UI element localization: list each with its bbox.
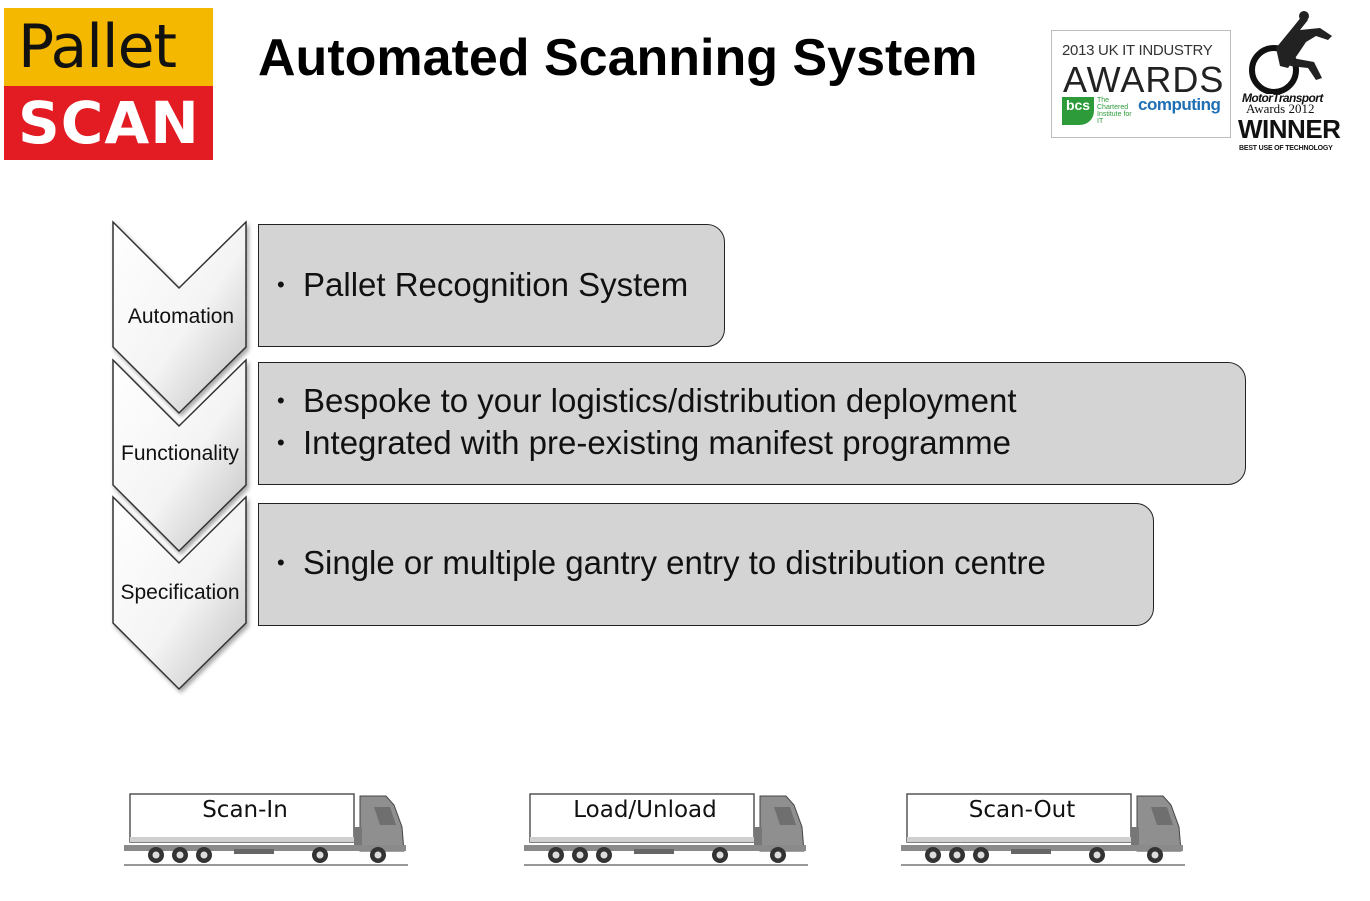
stage-label-functionality: Functionality [121,442,239,465]
stage-box-specification: • Single or multiple gantry entry to dist… [258,503,1154,626]
bullet-icon: • [277,272,285,297]
bullet-text: Single or multiple gantry entry to distr… [303,544,1046,581]
bullet-icon: • [277,550,285,575]
bullet-item: • Single or multiple gantry entry to dist… [277,543,1046,583]
truck-label-scan-in: Scan-In [202,797,288,823]
truck-label-scan-out: Scan-Out [968,797,1076,823]
bullet-text: Pallet Recognition System [303,266,689,303]
truck-scan-in: Scan-In [124,793,409,873]
winner-label: WINNER [1238,114,1341,144]
chevron-functionality-icon [112,358,247,553]
best-use-of-technology-label: BEST USE OF TECHNOLOGY [1239,145,1333,152]
bullet-text: Bespoke to your logistics/distribution d… [303,382,1017,419]
truck-icon [124,793,408,866]
bullet-icon: • [277,388,285,413]
award-year-line: 2013 UK IT INDUSTRY [1062,42,1213,59]
stage-label-specification: Specification [120,581,240,604]
bullet-item: • Pallet Recognition System [277,265,688,305]
pallet-scan-logo: Pallet SCAN [4,8,213,160]
bullet-item: • Bespoke to your logistics/distribution … [277,381,1017,421]
awards-year-line: Awards 2012 [1246,101,1315,116]
chevron-automation-icon [112,220,247,415]
stage-label-automation: Automation [127,305,235,328]
truck-icon [901,793,1185,866]
truck-label-load-unload: Load/Unload [573,797,717,823]
motor-transport-line: MotorTransport [1242,91,1323,105]
truck-icon [524,793,808,866]
bullet-icon: • [277,430,285,455]
bullet-item: • Integrated with pre-existing manifest p… [277,423,1011,463]
bcs-logo-icon: bcs [1062,97,1094,125]
page-title: Automated Scanning System [258,29,978,87]
bullet-text: Integrated with pre-existing manifest pr… [303,424,1011,461]
stage-box-automation: • Pallet Recognition System [258,224,725,347]
trophy-figure-icon [1249,11,1332,95]
truck-scan-out: Scan-Out [901,793,1186,873]
truck-load-unload: Load/Unload [524,793,809,873]
award-awards-line: AWARDS [1063,59,1225,100]
uk-it-industry-award-badge: 2013 UK IT INDUSTRY AWARDS bcs The Chart… [1051,30,1231,138]
logo-line1: Pallet [4,8,213,86]
motor-transport-award-badge: MotorTransport Awards 2012 WINNER BEST U… [1236,8,1341,158]
stage-box-functionality: • Bespoke to your logistics/distribution … [258,362,1246,485]
bcs-tagline: The Chartered Institute for IT [1097,97,1132,125]
logo-line2: SCAN [4,86,213,160]
chevron-specification-icon [112,495,247,691]
computing-logo: computing [1138,95,1221,114]
